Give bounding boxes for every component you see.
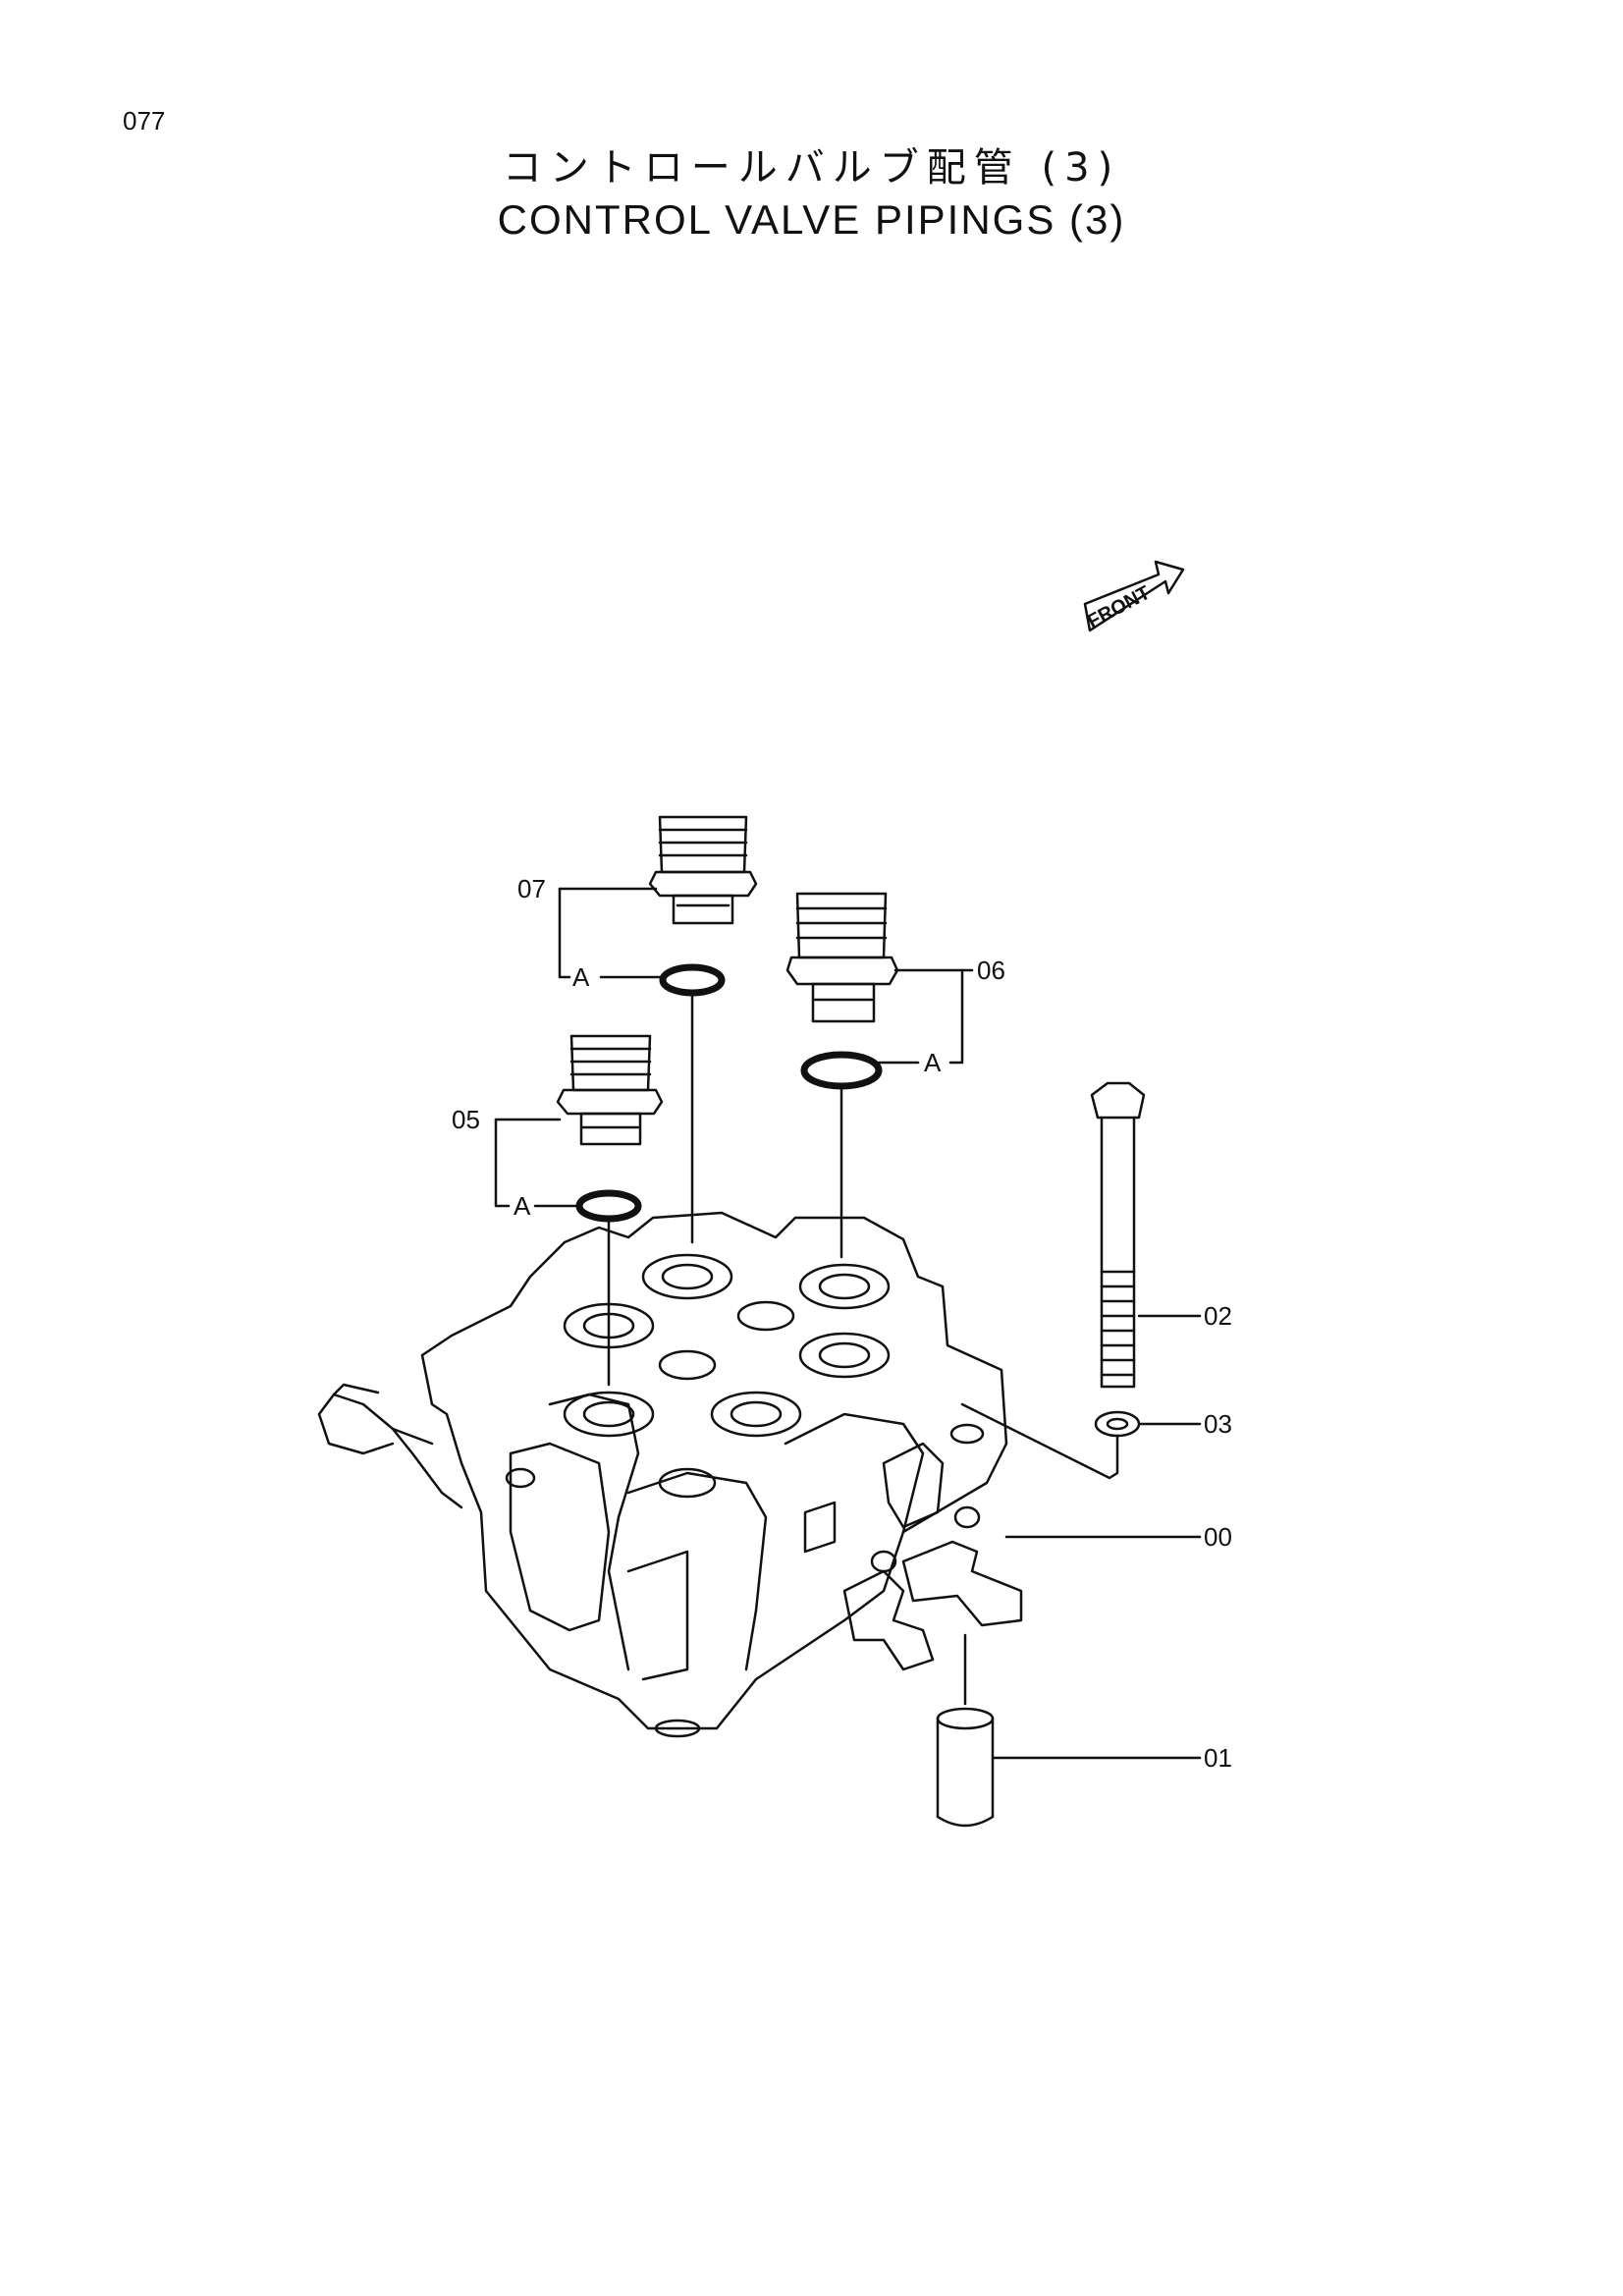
o-ring-05: [575, 1189, 642, 1223]
o-ring-07: [659, 963, 726, 997]
callout-06: 06: [977, 956, 1005, 985]
bolt-02: [1090, 1081, 1146, 1389]
fitting-06: [785, 892, 899, 1023]
washer-03: [1094, 1410, 1141, 1438]
fitting-07: [648, 815, 758, 925]
pin-01: [936, 1707, 995, 1828]
control-valve-body: [317, 1211, 1023, 1738]
callout-07: 07: [517, 874, 546, 903]
callout-05: 05: [452, 1105, 480, 1134]
callout-a-07: A: [572, 962, 590, 992]
o-ring-06: [800, 1051, 883, 1090]
title-english: CONTROL VALVE PIPINGS (3): [497, 196, 1126, 243]
callout-00: 00: [1204, 1522, 1232, 1552]
callout-03: 03: [1204, 1409, 1232, 1439]
callout-01: 01: [1204, 1743, 1232, 1773]
front-arrow-icon: [1083, 560, 1185, 632]
callout-02: 02: [1204, 1301, 1232, 1331]
callout-a-05: A: [514, 1191, 531, 1221]
title-japanese: コントロールバルブ配管 (3): [502, 145, 1121, 191]
fitting-05: [556, 1034, 664, 1146]
callout-a-06: A: [924, 1048, 942, 1077]
page-number: 077: [123, 106, 166, 136]
